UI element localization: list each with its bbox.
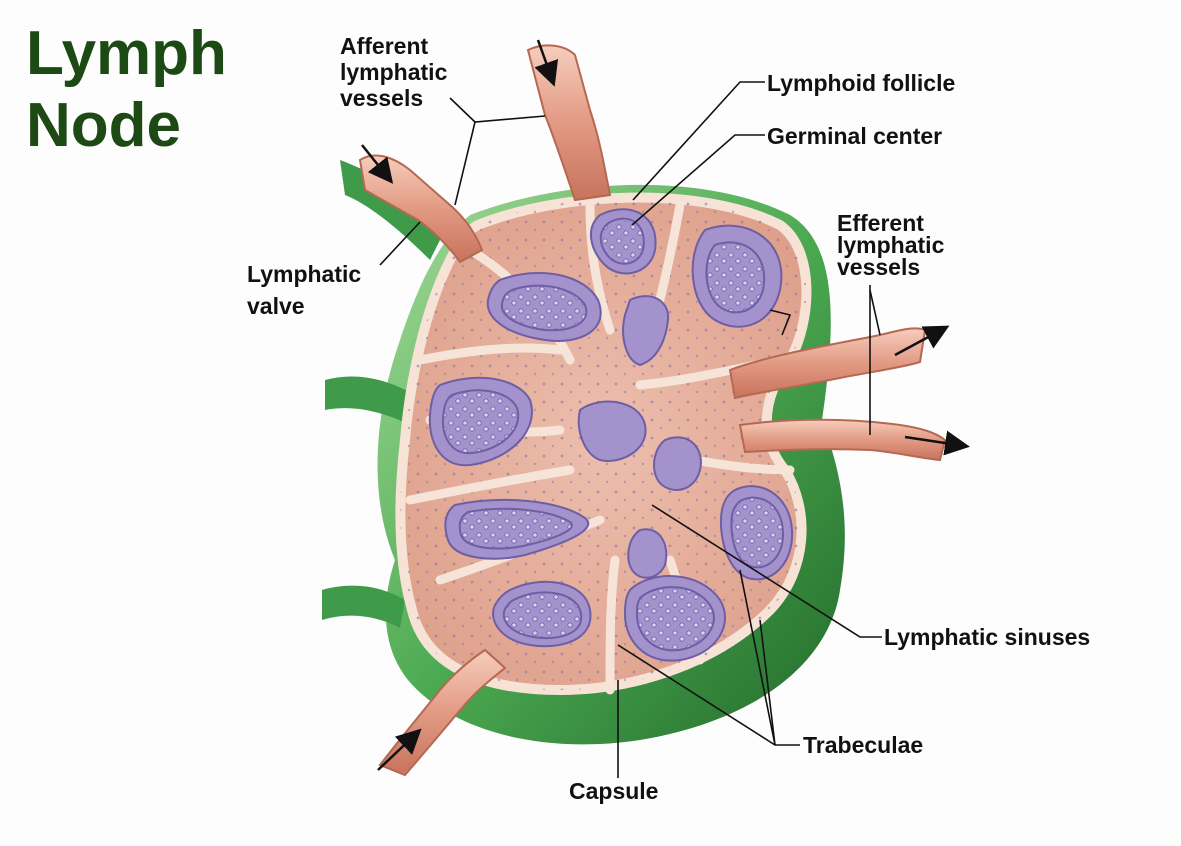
title-line-2: Node	[26, 91, 181, 160]
label-afferent-line-3: vessels	[340, 85, 424, 111]
leader-lines	[379, 81, 882, 778]
label-trabeculae: Trabeculae	[803, 732, 924, 758]
label-efferent-line-1: Efferent	[837, 210, 924, 236]
label-valve-line-1: Lymphatic	[247, 261, 362, 287]
label-efferent-vessels: Efferent lymphatic vessels	[837, 210, 945, 280]
lymphoid-follicles	[428, 208, 794, 662]
flow-arrows	[361, 39, 970, 771]
title-line-1: Lymph	[26, 19, 227, 88]
label-lymphoid-follicle: Lymphoid follicle	[767, 70, 956, 96]
label-lymphatic-sinuses: Lymphatic sinuses	[884, 624, 1091, 650]
label-lymphatic-valve: Lymphatic valve	[247, 258, 361, 322]
label-germinal-center: Germinal center	[767, 123, 943, 149]
label-efferent-line-3: vessels	[837, 254, 921, 280]
efferent-vessels	[728, 327, 947, 462]
label-afferent-line-2: lymphatic	[340, 59, 448, 85]
label-valve-line-2: valve	[247, 293, 305, 319]
label-efferent-line-2: lymphatic	[837, 232, 945, 258]
label-afferent-vessels: Afferent lymphatic vessels	[340, 33, 447, 111]
label-afferent-line-1: Afferent	[340, 33, 429, 59]
slide-title: Lymph Node	[26, 18, 227, 162]
label-capsule: Capsule	[569, 778, 659, 804]
